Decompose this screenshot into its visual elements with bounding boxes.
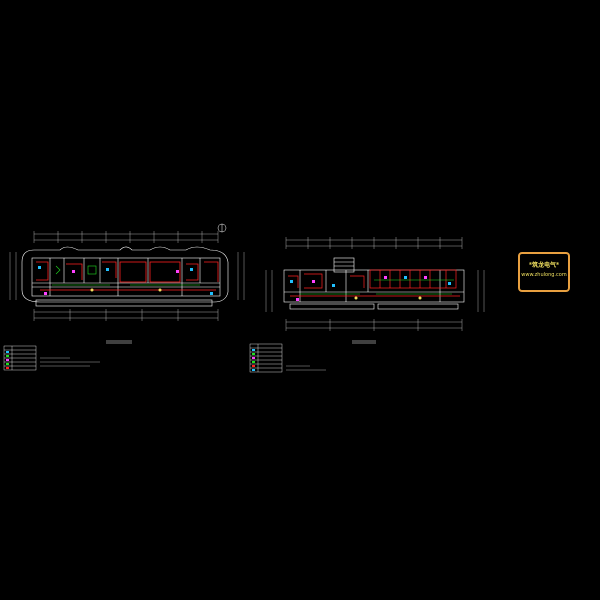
right-drawing-title bbox=[352, 340, 376, 344]
left-green-circuits bbox=[52, 265, 200, 286]
right-dimension-side bbox=[265, 270, 485, 312]
left-red-circuits bbox=[36, 261, 219, 291]
left-dimension-side bbox=[9, 252, 245, 300]
right-room-walls bbox=[299, 270, 441, 302]
left-outer-wall bbox=[21, 246, 229, 303]
right-lower-wing-b bbox=[377, 303, 459, 310]
right-dimension-bottom bbox=[285, 319, 463, 331]
left-legend-symbols bbox=[6, 351, 9, 369]
north-arrow-icon bbox=[217, 223, 227, 233]
left-dimension-bottom bbox=[33, 309, 219, 321]
right-legend-table bbox=[249, 343, 283, 373]
left-building-outline bbox=[31, 257, 221, 297]
left-floor-plan bbox=[3, 223, 245, 371]
right-device-markers bbox=[290, 276, 451, 301]
left-drawing-title bbox=[106, 340, 132, 344]
right-lower-wing-a bbox=[289, 303, 375, 310]
right-stair-core bbox=[333, 257, 355, 273]
left-lower-wing bbox=[35, 299, 213, 307]
watermark-title: *筑龙电气* bbox=[528, 262, 560, 269]
right-green-circuits bbox=[300, 279, 454, 295]
left-device-markers bbox=[38, 266, 213, 295]
right-dimension-top bbox=[285, 237, 463, 249]
right-building-outline bbox=[283, 269, 465, 303]
left-legend-table bbox=[3, 345, 37, 371]
watermark-url: www.zhulong.com bbox=[521, 272, 567, 278]
right-floor-plan bbox=[249, 237, 485, 373]
zhulong-watermark: *筑龙电气* www.zhulong.com bbox=[518, 252, 570, 292]
left-dimension-top bbox=[33, 231, 219, 243]
right-notes bbox=[286, 365, 326, 371]
right-legend-symbols bbox=[252, 349, 255, 371]
left-notes bbox=[40, 357, 100, 367]
right-red-circuits bbox=[288, 269, 460, 297]
